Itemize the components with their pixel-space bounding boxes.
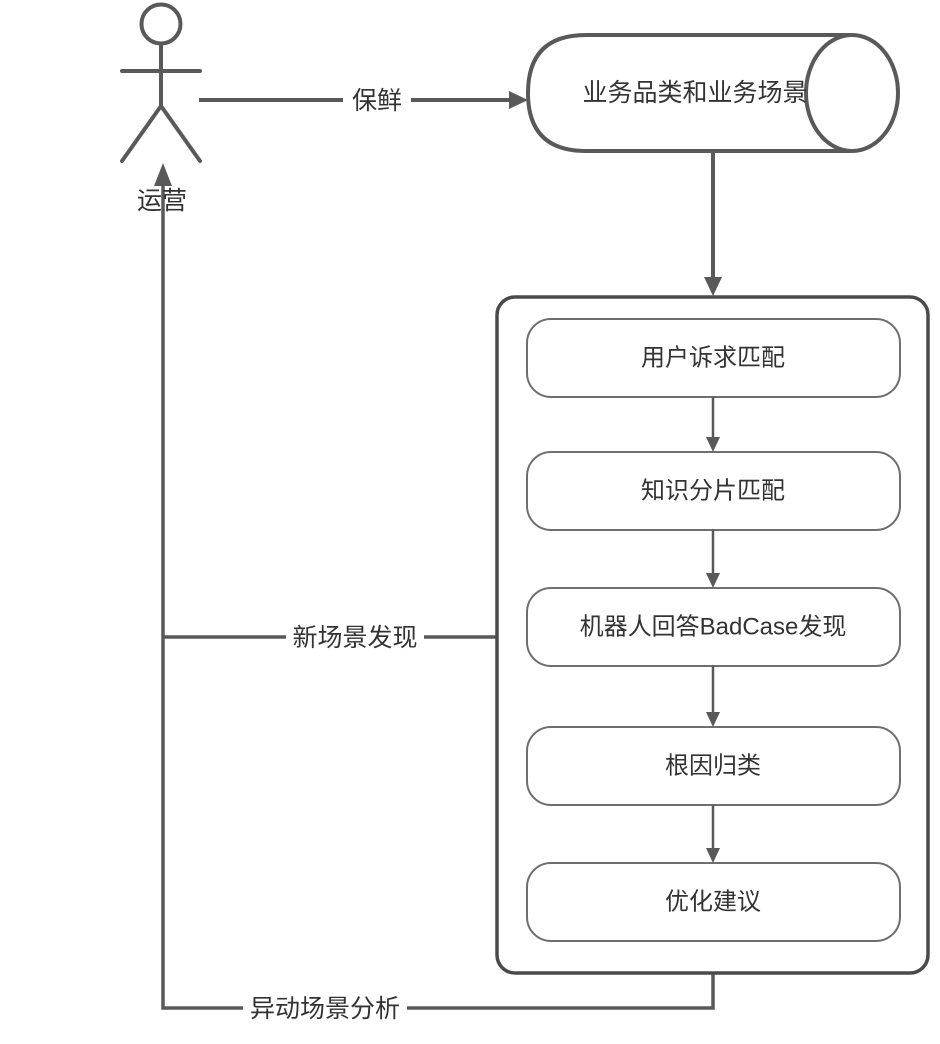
actor-leg-left <box>120 104 163 163</box>
process-step-label: 用户诉求匹配 <box>641 345 785 372</box>
arrowhead-right-icon <box>509 91 528 109</box>
process-step-box: 根因归类 <box>526 726 901 806</box>
actor-head <box>139 2 183 46</box>
arrowhead-down-icon <box>706 437 720 452</box>
process-step-label: 知识分片匹配 <box>641 478 785 505</box>
svg-text:新场景发现: 新场景发现 <box>292 624 417 652</box>
arrowhead-down-icon <box>706 712 720 727</box>
actor-label: 运营 <box>137 187 187 215</box>
arrow-step-3-to-4 <box>706 666 720 727</box>
cylinder-cap <box>804 33 900 153</box>
process-step-label: 优化建议 <box>665 889 761 916</box>
process-step-box: 优化建议 <box>526 862 901 942</box>
arrowhead-down-icon <box>706 573 720 588</box>
arrowhead-up-icon <box>154 163 172 186</box>
arrow-step-4-to-5 <box>706 805 720 863</box>
process-step-arrows <box>706 397 720 863</box>
process-step-label: 根因归类 <box>665 753 761 780</box>
edge-label-new-scene: 新场景发现 <box>286 621 424 653</box>
svg-text:保鲜: 保鲜 <box>352 87 402 115</box>
datastore-cylinder: 业务品类和业务场景 <box>525 33 900 153</box>
process-step-label: 机器人回答BadCase发现 <box>580 614 847 641</box>
process-step-box: 机器人回答BadCase发现 <box>526 587 901 667</box>
process-step-box: 知识分片匹配 <box>526 451 901 531</box>
svg-text:异动场景分析: 异动场景分析 <box>250 995 400 1023</box>
edge-label-refresh: 保鲜 <box>343 84 411 116</box>
arrow-step-2-to-3 <box>706 530 720 588</box>
arrow-datastore-to-container <box>704 152 722 296</box>
actor-leg-right <box>159 104 202 163</box>
arrow-step-1-to-2 <box>706 397 720 452</box>
arrowhead-down-icon <box>704 277 722 296</box>
arrowhead-down-icon <box>706 848 720 863</box>
process-step-box: 用户诉求匹配 <box>526 318 901 398</box>
edge-label-abnormal-scene: 异动场景分析 <box>243 992 407 1024</box>
process-steps: 用户诉求匹配 知识分片匹配 机器人回答BadCase发现 根因归类 优化建议 <box>526 318 901 942</box>
actor-stick-figure <box>120 2 202 163</box>
datastore-label: 业务品类和业务场景 <box>582 79 807 107</box>
